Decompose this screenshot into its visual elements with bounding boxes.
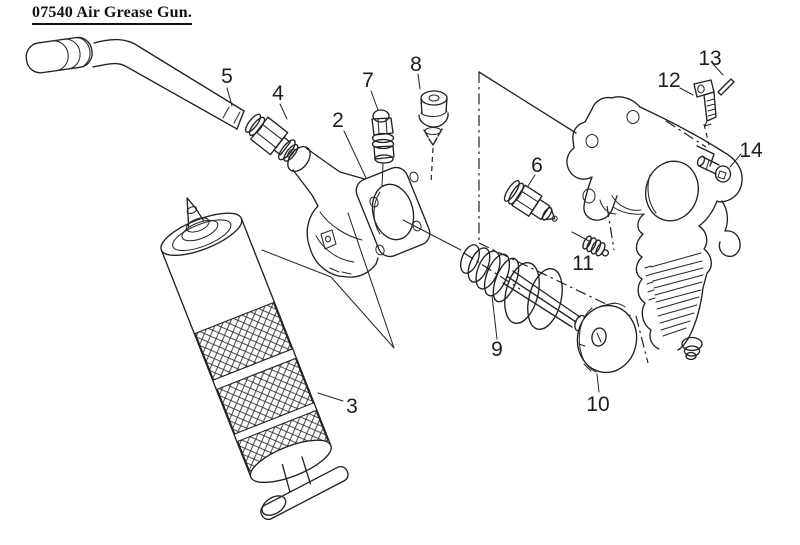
part-11-spring (572, 232, 612, 260)
part-2-head-casting (283, 142, 461, 277)
part-9-spring-plunger (457, 242, 587, 333)
part-label-11: 11 (572, 252, 594, 275)
part-label-4: 4 (272, 82, 284, 105)
part-labels: 2 3 4 5 6 7 8 9 10 11 12 13 14 (221, 47, 763, 418)
page-title: 07540 Air Grease Gun. (32, 4, 193, 25)
assembly-lines (262, 213, 394, 348)
part-label-3: 3 (346, 395, 358, 418)
part-label-10: 10 (586, 393, 609, 416)
part-10-end-cap (573, 302, 641, 377)
part-5-handle-pipe (24, 36, 244, 129)
part-7-grease-fitting (372, 110, 394, 186)
part-4-coupler (241, 110, 302, 167)
part-label-13: 13 (698, 47, 721, 70)
part-label-12: 12 (657, 69, 680, 92)
part-12-trigger-lever (666, 80, 716, 147)
part-label-9: 9 (491, 338, 503, 361)
part-13-pin (718, 79, 734, 95)
assembly-dashed-box (479, 72, 648, 363)
part-6-valve-fitting (502, 179, 563, 230)
part-label-5: 5 (221, 65, 233, 88)
gun-body (567, 97, 742, 360)
part-label-7: 7 (362, 69, 374, 92)
part-label-14: 14 (739, 139, 763, 162)
leader-lines (227, 64, 741, 401)
part-label-8: 8 (410, 53, 422, 76)
part-label-6: 6 (531, 154, 543, 177)
part-3-grease-tube (143, 180, 354, 523)
part-label-2: 2 (332, 109, 344, 132)
part-14-screw (696, 155, 730, 182)
part-8-air-valve (419, 91, 448, 183)
